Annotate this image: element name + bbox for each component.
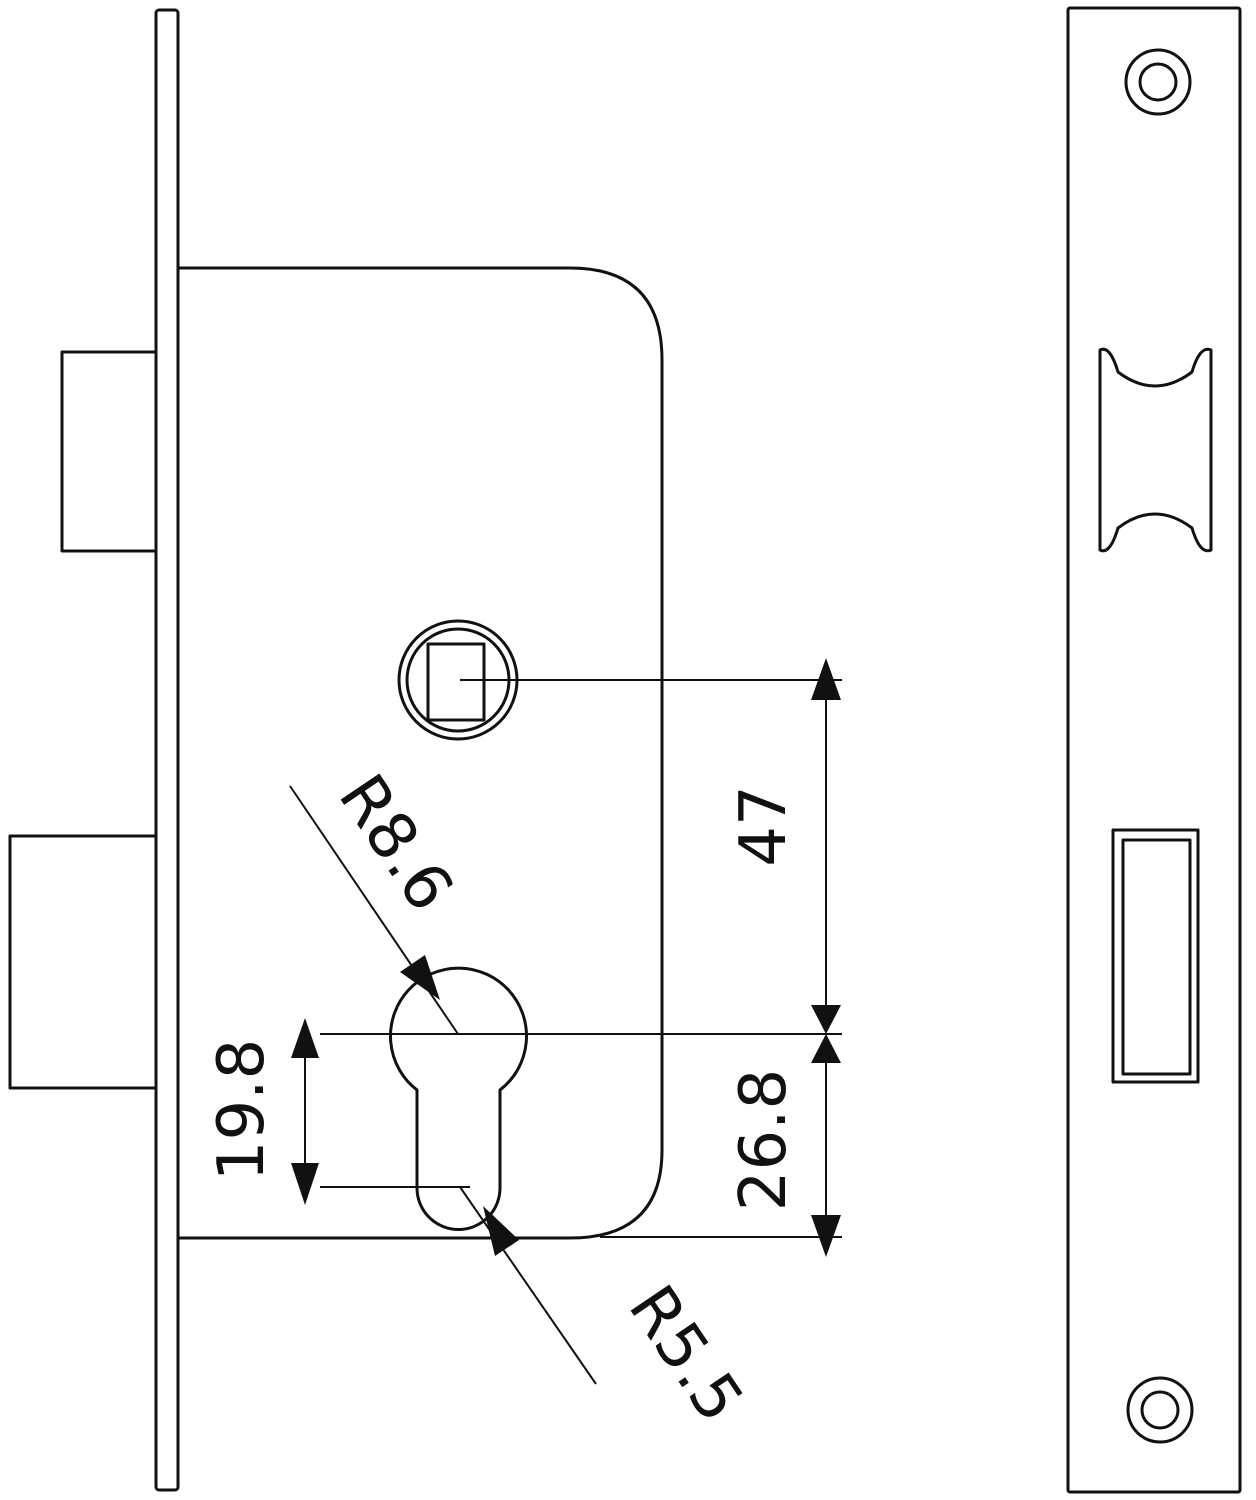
bottom-screw-hole	[1126, 1376, 1194, 1444]
lock-case	[178, 266, 664, 1240]
dimension-label-26-8: 26.8	[727, 1069, 801, 1212]
dimension-label-19-8: 19.8	[205, 1039, 279, 1182]
latch-bolt	[60, 350, 158, 553]
bolt-opening	[1111, 828, 1200, 1084]
strike-plate	[1066, 6, 1242, 1494]
spindle-follower	[397, 619, 519, 741]
radius-label-r5-5: R5.5	[614, 1273, 757, 1436]
latch-opening	[1098, 347, 1213, 553]
extension-lines	[320, 679, 842, 1238]
dimension-label-47: 47	[727, 785, 801, 866]
forend-plate	[154, 8, 180, 1492]
radius-r5-5-leader: R5.5	[459, 1186, 757, 1436]
dimension-47: 47	[727, 658, 841, 1034]
strike-plate-outline	[1066, 6, 1242, 1494]
radius-label-r8-6: R8.6	[324, 762, 467, 925]
cylinder-cutout	[389, 966, 528, 1231]
lock-body-side-view	[8, 8, 664, 1492]
dead-bolt	[8, 834, 158, 1090]
dimension-19-8: 19.8	[205, 1018, 319, 1205]
square-spindle-hole	[426, 642, 486, 722]
top-screw-hole	[1124, 48, 1192, 116]
dimension-26-8: 26.8	[727, 1034, 841, 1257]
radius-r8-6-leader: R8.6	[289, 762, 467, 1035]
